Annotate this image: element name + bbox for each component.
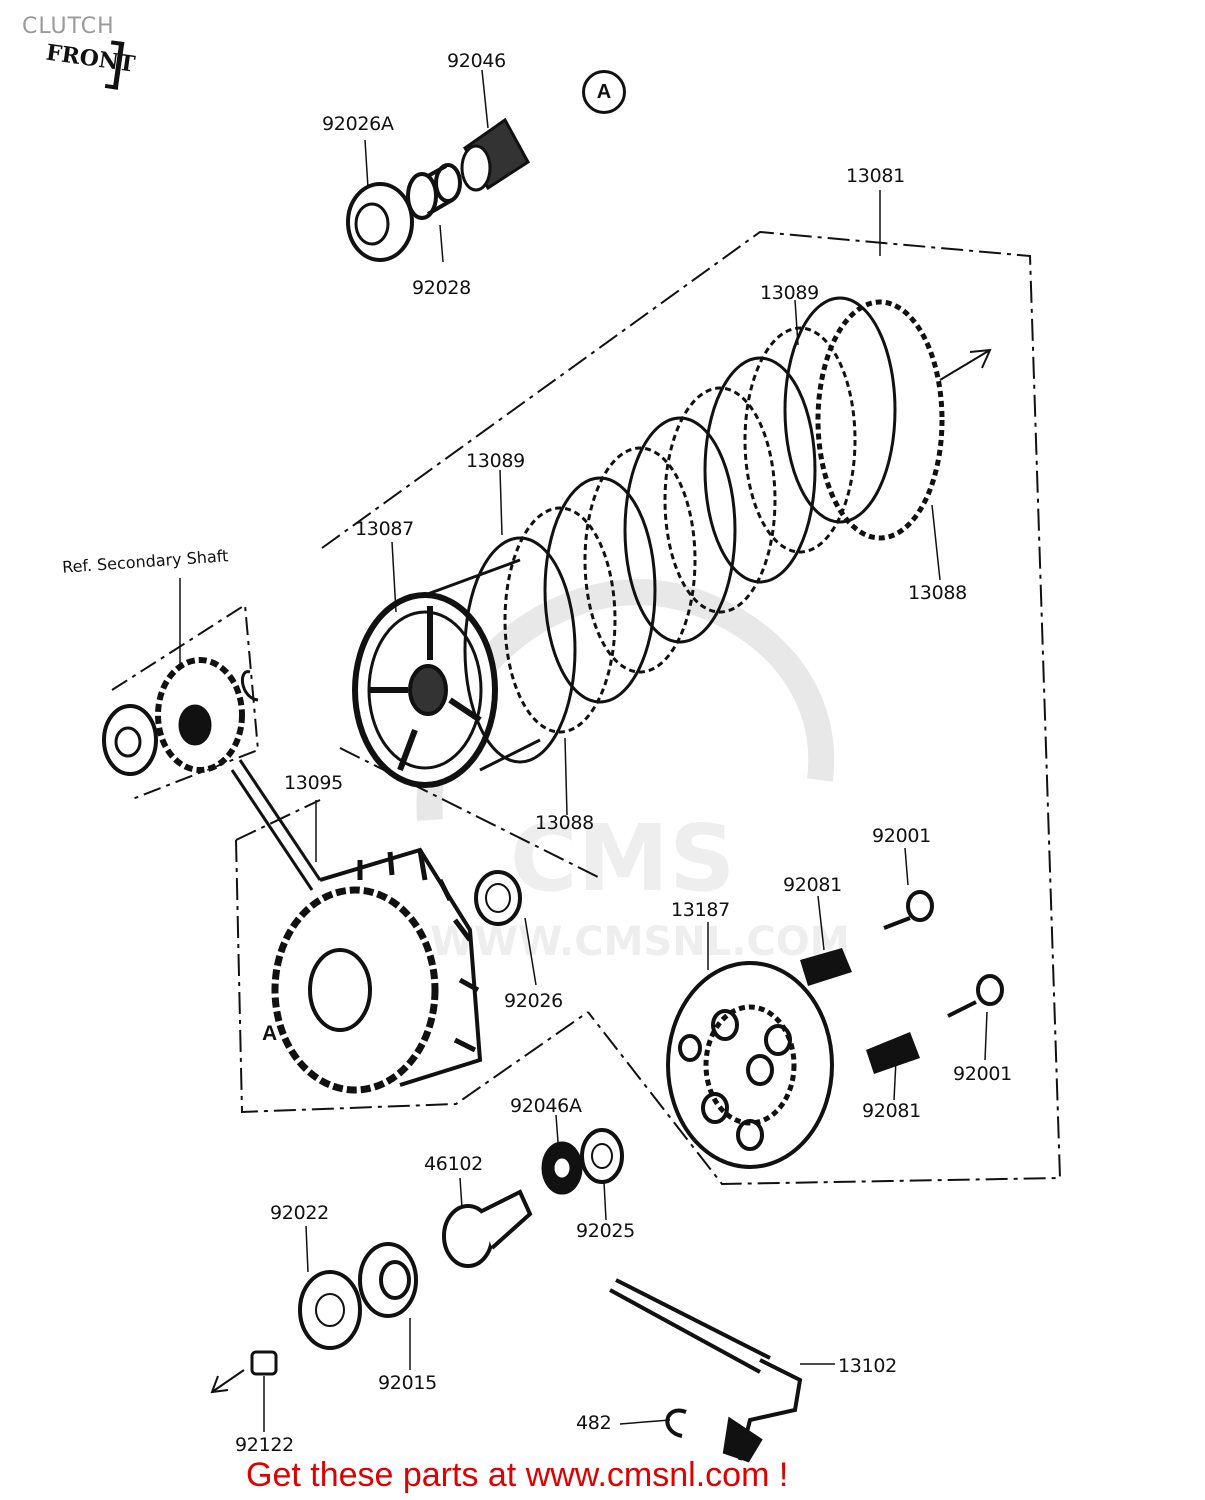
secondary-shaft-bracket xyxy=(111,603,260,801)
label-92001-top: 92001 xyxy=(872,825,931,847)
label-46102: 46102 xyxy=(424,1153,483,1175)
watermark: CMS WWW.CMSNL.COM xyxy=(416,579,850,965)
part-92026a-seal xyxy=(346,182,414,262)
label-13087: 13087 xyxy=(355,518,414,540)
label-13102: 13102 xyxy=(838,1355,897,1377)
part-92081-spring-lower xyxy=(866,1032,920,1074)
part-92046a-bearing xyxy=(541,1141,583,1195)
part-92026-washer xyxy=(474,870,522,926)
diagram-title: CLUTCH xyxy=(22,14,115,39)
label-92046: 92046 xyxy=(447,50,506,72)
circled-reference-a: A xyxy=(582,70,626,114)
watermark-brand: CMS xyxy=(510,805,735,912)
part-13187-pressure-plate xyxy=(666,961,834,1169)
label-92001-low: 92001 xyxy=(953,1063,1012,1085)
label-92081-low: 92081 xyxy=(862,1100,921,1122)
label-482: 482 xyxy=(576,1412,612,1434)
label-13089-top: 13089 xyxy=(760,282,819,304)
label-13088-right: 13088 xyxy=(908,582,967,604)
label-92046a: 92046A xyxy=(510,1095,582,1117)
part-46102-push-rod xyxy=(442,1189,533,1268)
footer-cta: Get these parts at www.cmsnl.com ! xyxy=(246,1456,789,1494)
part-92001-bolt-upper xyxy=(883,890,934,930)
stack-arrow xyxy=(939,348,992,381)
secondary-shaft-gear xyxy=(102,657,259,776)
label-92015: 92015 xyxy=(378,1372,437,1394)
leader-lines xyxy=(179,69,988,1432)
label-92026a: 92026A xyxy=(322,113,394,135)
label-13088-low: 13088 xyxy=(535,812,594,834)
part-13095-clutch-hub xyxy=(271,847,483,1094)
label-13095: 13095 xyxy=(284,772,343,794)
drive-chain-line xyxy=(230,759,322,891)
section-letter-a: A xyxy=(262,1022,278,1045)
part-92081-spring-upper xyxy=(800,948,852,986)
label-92122: 92122 xyxy=(235,1434,294,1456)
clutch-plate-stack xyxy=(463,296,945,764)
part-92001-bolt-lower xyxy=(947,974,1004,1018)
label-92028: 92028 xyxy=(412,277,471,299)
part-92046-needle-bearing xyxy=(460,117,530,192)
label-92025: 92025 xyxy=(576,1220,635,1242)
label-13081: 13081 xyxy=(846,165,905,187)
label-92022: 92022 xyxy=(270,1202,329,1224)
label-92081-top: 92081 xyxy=(783,874,842,896)
part-482-clip xyxy=(665,1408,687,1438)
label-13187: 13187 xyxy=(671,899,730,921)
watermark-url: WWW.CMSNL.COM xyxy=(430,919,850,965)
part-92122-pin xyxy=(210,1350,278,1394)
part-92015-bearing xyxy=(358,1242,418,1318)
part-13087-clutch-housing xyxy=(352,558,541,788)
assembly-outline-13095 xyxy=(235,799,589,1114)
label-92026: 92026 xyxy=(504,990,563,1012)
part-92025-washer xyxy=(580,1128,624,1184)
part-13102-release-shaft xyxy=(609,1278,803,1463)
part-92022-washer xyxy=(298,1270,362,1350)
part-92028-sleeve xyxy=(406,163,462,220)
label-13089-mid: 13089 xyxy=(466,450,525,472)
